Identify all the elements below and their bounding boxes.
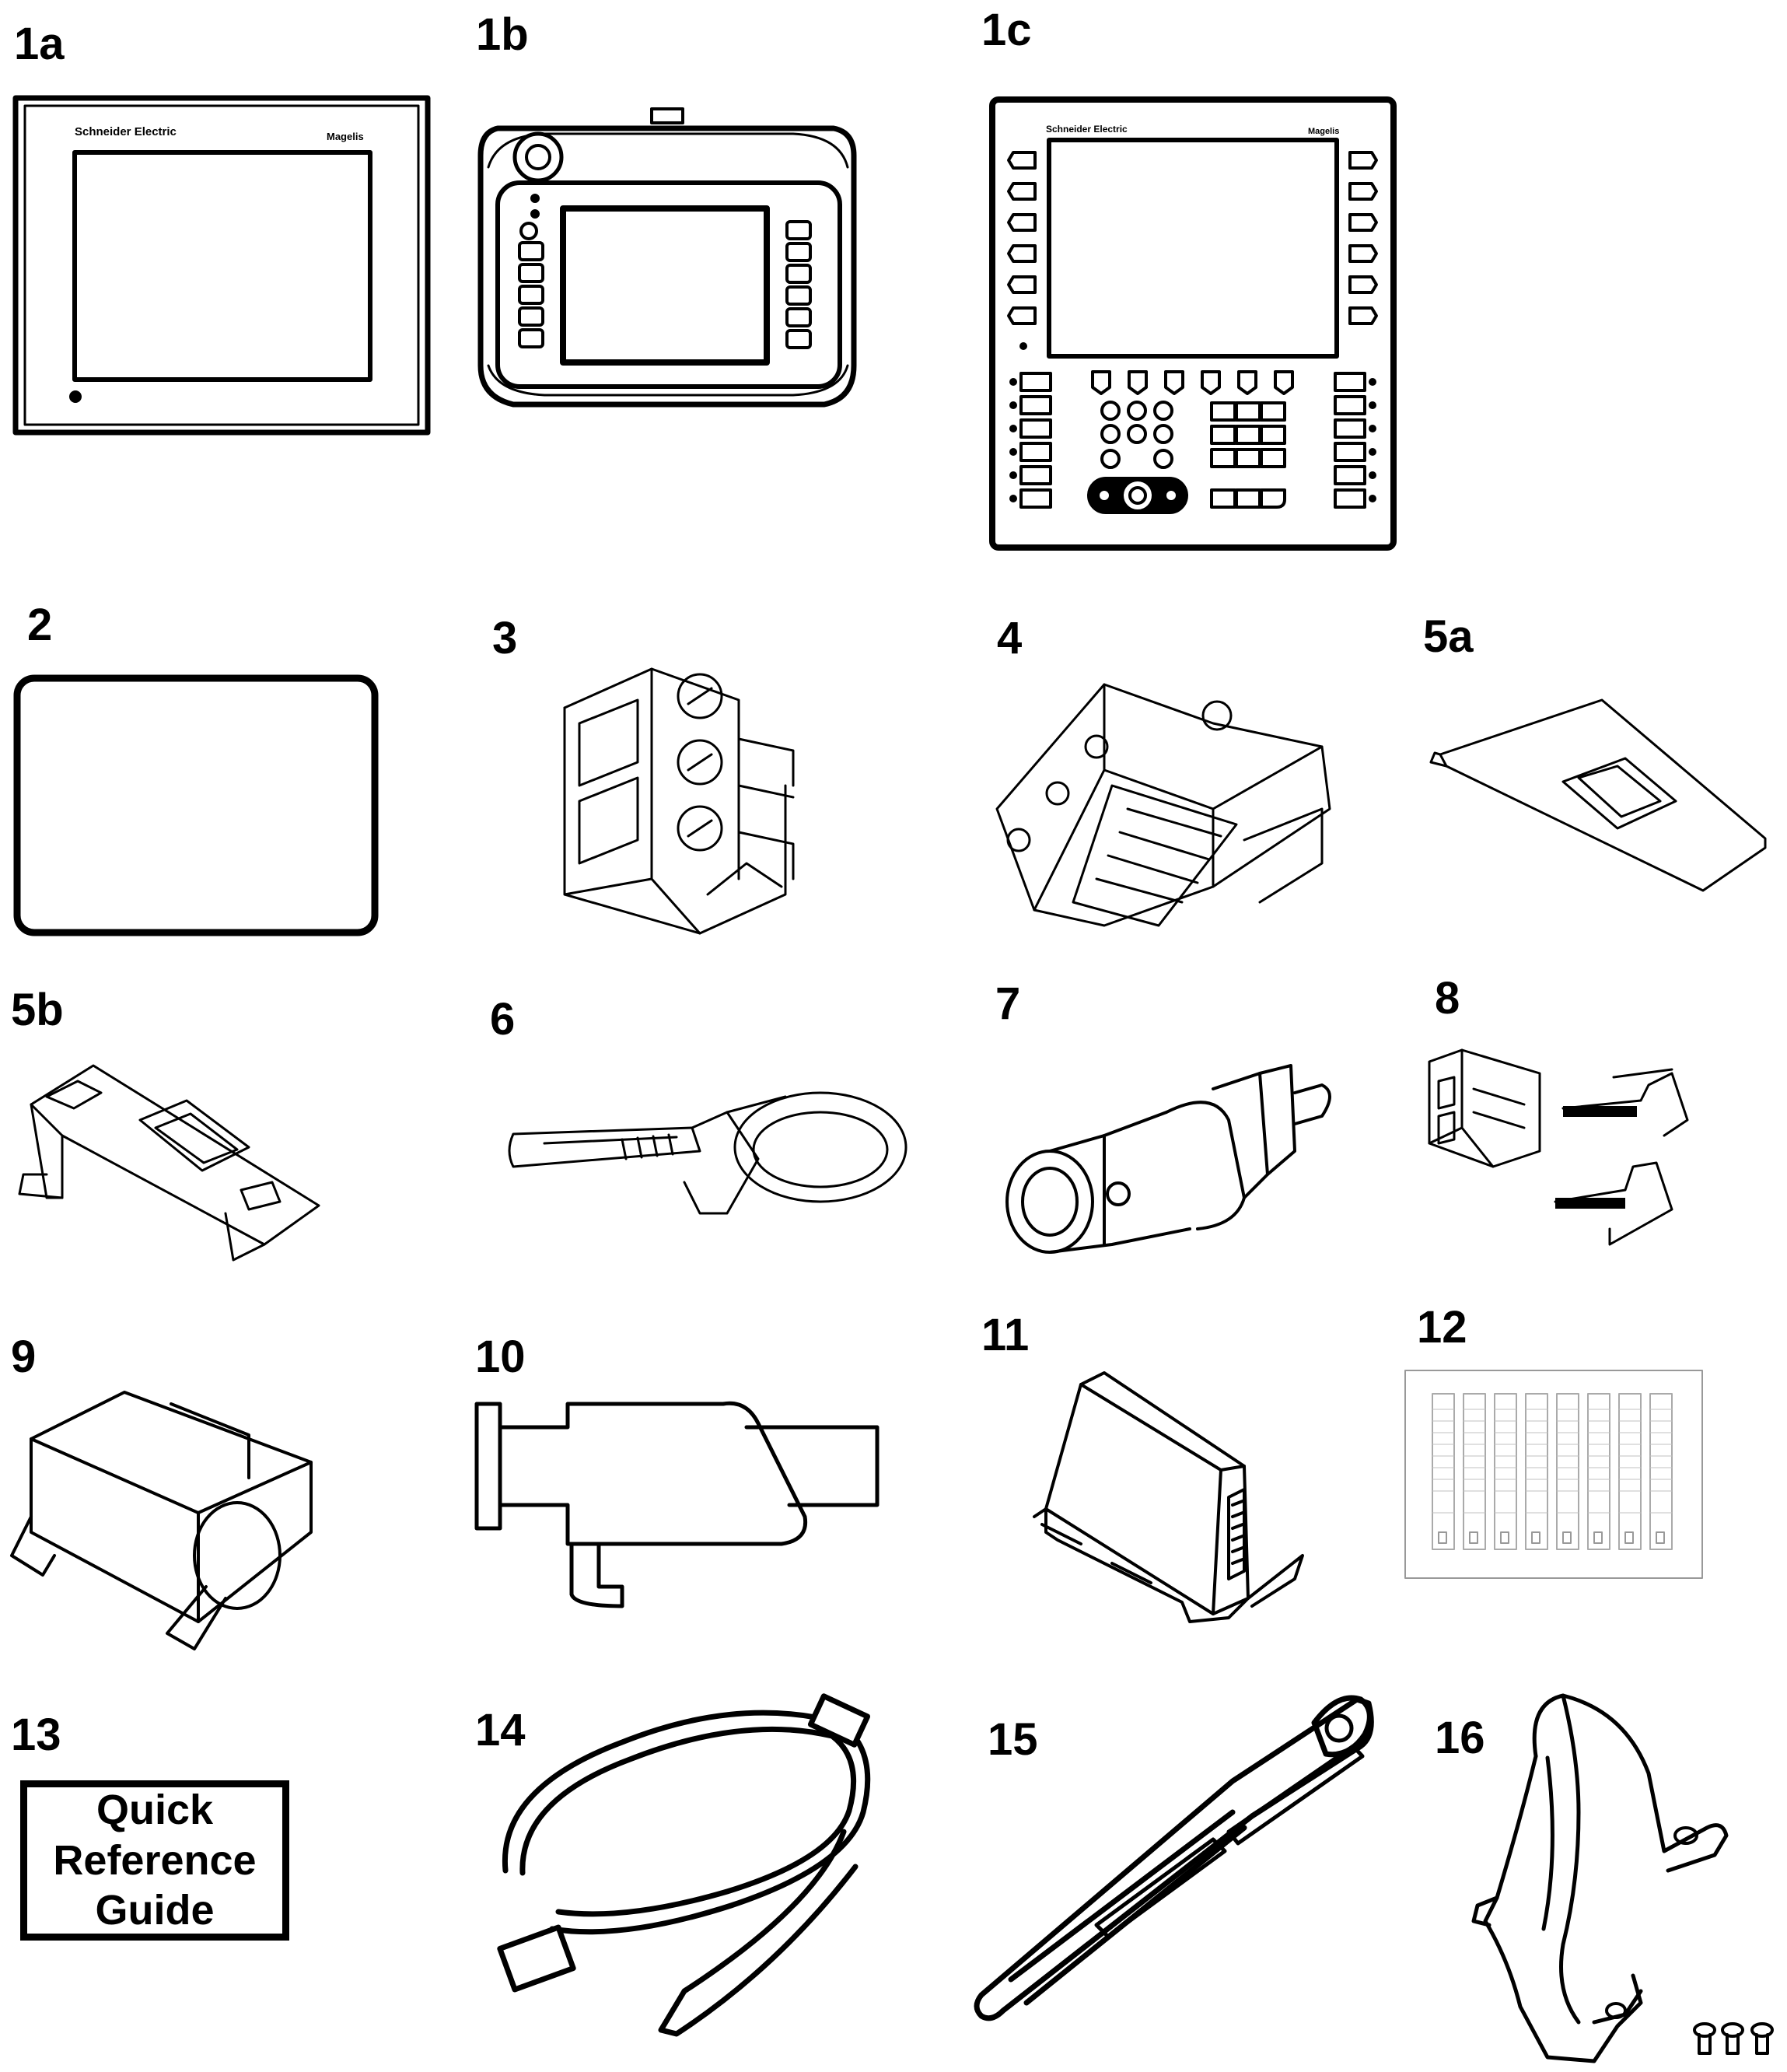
item-6-cable-clamp (508, 1091, 907, 1215)
label-2: 2 (27, 600, 53, 650)
label-7: 7 (995, 978, 1021, 1029)
item-2-gasket (13, 674, 379, 936)
item-1b-handheld-display (477, 107, 857, 408)
label-11: 11 (981, 1310, 1030, 1360)
label-13: 13 (11, 1710, 61, 1760)
item-1c-brand-left: Schneider Electric (1046, 124, 1128, 135)
item-7-bnc-adapter (1005, 1064, 1331, 1254)
item-4-connector (995, 683, 1331, 927)
item-1a-panel-display (12, 95, 431, 436)
label-9: 9 (11, 1332, 37, 1382)
item-14-strap (497, 1693, 871, 2037)
item-1c-keypad-display (989, 96, 1397, 551)
item-3-terminal-block (563, 667, 795, 935)
item-16-cable-holder (1471, 1693, 1729, 2063)
label-1c: 1c (981, 5, 1032, 55)
item-13-quick-reference-guide: Quick Reference Guide (20, 1780, 289, 1941)
label-3: 3 (492, 613, 518, 663)
item-1a-brand-right: Magelis (327, 131, 364, 142)
guide-line-1: Quick (96, 1786, 214, 1833)
item-15-stylus (974, 1695, 1374, 2021)
item-1a-brand-left: Schneider Electric (75, 125, 177, 138)
guide-line-3: Guide (95, 1887, 215, 1934)
item-16-screws (1693, 2022, 1774, 2055)
item-5b-tab-bracket (18, 1064, 320, 1262)
label-1b: 1b (476, 9, 529, 60)
item-1c-brand-right: Magelis (1308, 127, 1339, 136)
label-10: 10 (475, 1332, 526, 1382)
label-6: 6 (490, 994, 516, 1045)
label-5a: 5a (1423, 611, 1474, 662)
item-5a-flat-bracket (1429, 698, 1767, 892)
label-16: 16 (1435, 1713, 1485, 1763)
label-15: 15 (988, 1714, 1038, 1765)
item-9-ferrite-core (10, 1391, 313, 1650)
label-14: 14 (475, 1705, 526, 1755)
item-12-label-sheet (1404, 1370, 1703, 1579)
label-8: 8 (1435, 973, 1460, 1024)
item-8-clip-set (1428, 1048, 1689, 1246)
item-11-connector-cover (1033, 1371, 1304, 1623)
item-10-grommet (474, 1401, 880, 1608)
guide-line-2: Reference (53, 1836, 257, 1884)
label-1a: 1a (14, 19, 65, 69)
label-4: 4 (997, 613, 1023, 663)
label-12: 12 (1417, 1302, 1467, 1353)
label-5b: 5b (11, 985, 64, 1035)
